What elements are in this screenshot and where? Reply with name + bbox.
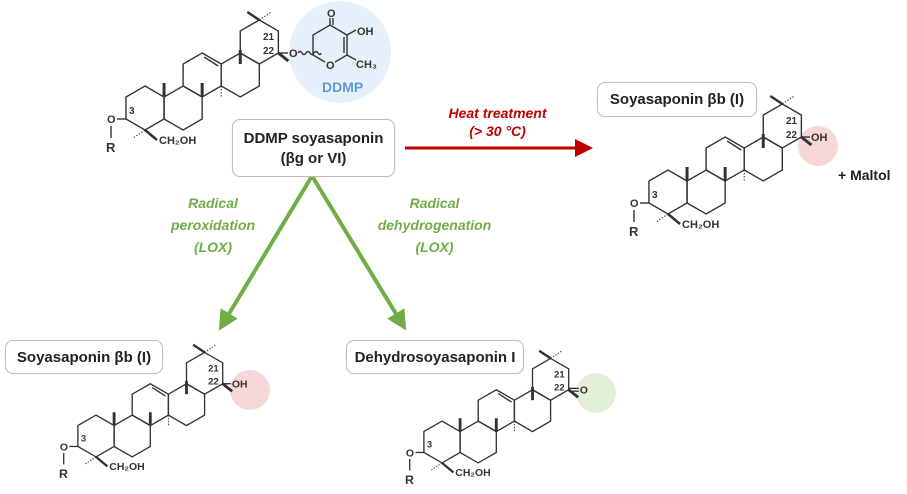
keto-oxygen-label: O — [580, 386, 588, 397]
ddmp-soyasaponin-box: DDMP soyasaponin (βg or VI) — [232, 119, 395, 177]
peroxidation-label: Radical peroxidation (LOX) — [158, 192, 268, 258]
r-group-label: R — [629, 224, 639, 239]
r-group-label: R — [405, 473, 414, 487]
oxygen-label: O — [406, 448, 414, 459]
r-group-label: R — [106, 140, 116, 155]
c21-label: 21 — [208, 363, 219, 374]
oh-highlight-lox — [230, 370, 270, 410]
dehydrogenation-line1: Radical — [409, 195, 460, 211]
c22-hydroxyl-label: OH — [811, 132, 828, 144]
ch2oh-label: CH₂OH — [455, 468, 490, 479]
c3-label: 3 — [81, 434, 86, 445]
r-group-label: R — [59, 467, 68, 481]
lox-product2-box: Dehydrosoyasaponin I — [346, 340, 524, 374]
ddmp-highlight — [289, 1, 391, 103]
ddmp-label: DDMP — [322, 79, 363, 95]
heat-line1: Heat treatment — [448, 105, 547, 121]
c22-label: 22 — [554, 383, 565, 394]
ddmp-methyl-label: CH₃ — [356, 59, 377, 71]
dehydrogenation-arrow — [310, 174, 407, 331]
peroxidation-arrow — [218, 174, 314, 331]
dehydrogenation-label: Radical dehydrogenation (LOX) — [372, 192, 497, 258]
ch2oh-label: CH₂OH — [159, 135, 196, 147]
dehydrosoyasaponin-structure: O 21 22 3 O R CH₂OH — [405, 349, 588, 487]
c22-label: 22 — [786, 130, 798, 141]
ch2oh-label: CH₂OH — [109, 462, 144, 473]
heat-line2: (> 30 °C) — [469, 123, 526, 139]
keto-highlight — [576, 373, 616, 413]
maltol-label: + Maltol — [838, 167, 891, 183]
oh-highlight-heat — [798, 126, 838, 166]
lox-product1-box: Soyasaponin βb (I) — [5, 340, 163, 374]
ring-oxygen-label: O — [326, 60, 335, 72]
oxygen-label: O — [60, 442, 68, 453]
heat-product-box: Soyasaponin βb (I) — [597, 82, 757, 117]
dehydrogenation-line2: dehydrogenation — [377, 217, 492, 233]
dehydrogenation-line3: (LOX) — [415, 239, 454, 255]
c3-label: 3 — [129, 106, 135, 117]
c22-label: 22 — [208, 377, 219, 388]
oxygen-label: O — [289, 48, 298, 60]
oxygen-label: O — [107, 114, 116, 126]
peroxidation-line1: Radical — [188, 195, 238, 211]
soyasaponin-bb-lox-structure: OH 21 22 3 O R CH₂OH — [59, 343, 248, 481]
c22-hydroxyl-label: OH — [232, 380, 248, 391]
c21-label: 21 — [554, 369, 565, 380]
heat-treatment-label: Heat treatment (> 30 °C) — [430, 104, 565, 140]
peroxidation-line3: (LOX) — [193, 239, 233, 255]
carbonyl-oxygen-label: O — [327, 8, 336, 20]
ch2oh-label: CH₂OH — [682, 219, 719, 231]
c21-label: 21 — [786, 116, 798, 127]
ddmp-soyasaponin-structure: O 21 22 3 O R CH₂OH — [106, 10, 322, 155]
peroxidation-line2: peroxidation — [170, 217, 255, 233]
soyasaponin-bb-heat-structure: OH 21 22 3 O R CH₂OH — [629, 94, 828, 239]
c22-label: 22 — [263, 46, 275, 57]
c3-label: 3 — [652, 190, 658, 201]
box-line1: DDMP soyasaponin — [243, 129, 384, 147]
ddmp-moiety: O OH CH₃ O DDMP — [312, 8, 377, 95]
oxygen-label: O — [630, 198, 639, 210]
ddmp-hydroxyl-label: OH — [357, 26, 374, 38]
box-line2: (βg or VI) — [280, 149, 347, 167]
c21-label: 21 — [263, 32, 275, 43]
c3-label: 3 — [427, 440, 432, 451]
